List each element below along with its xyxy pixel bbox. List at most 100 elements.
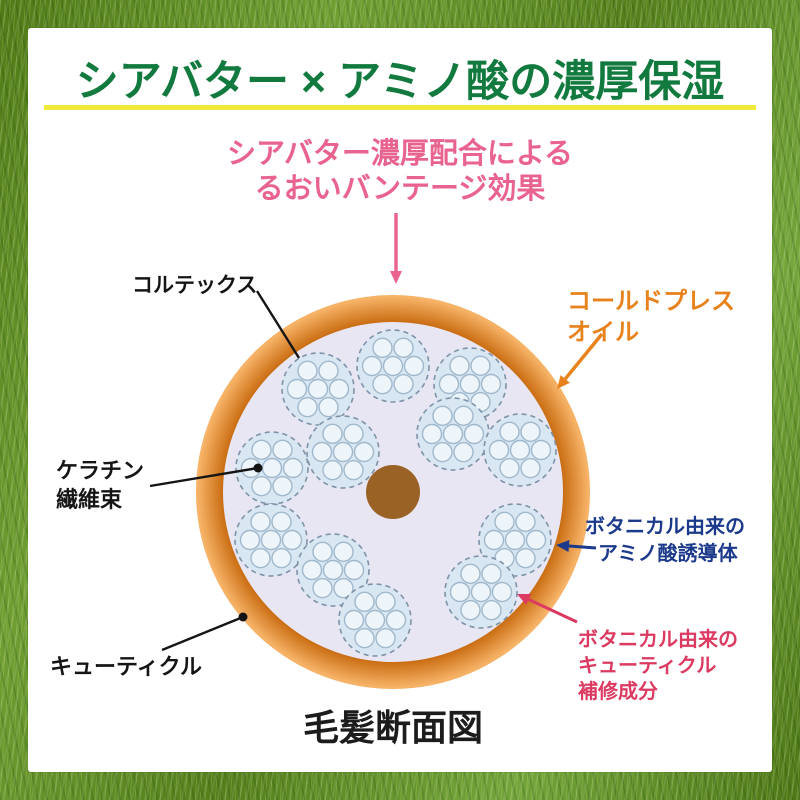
- keratin-fiber: [480, 373, 502, 395]
- keratin-fiber: [421, 423, 443, 445]
- cuticle-repair-line-2: キューティクル: [578, 655, 717, 677]
- keratin-fiber: [343, 609, 365, 631]
- keratin-fiber: [354, 591, 375, 613]
- keratin-fiber: [515, 511, 536, 533]
- moisture-arrow-head: [390, 271, 402, 284]
- keratin-fiber: [483, 529, 505, 551]
- keratin-fiber: [354, 627, 375, 649]
- keratin-fiber: [453, 405, 474, 427]
- cuticle-repair-label: ボタニカル由来の キューティクル 補修成分: [578, 627, 738, 705]
- keratin-fiber: [470, 581, 492, 603]
- keratin-fiber: [361, 355, 383, 377]
- keratin-fiber: [438, 373, 460, 395]
- keratin-fiber: [403, 355, 425, 377]
- keratin-leader-line: [149, 466, 259, 488]
- keratin-fiber: [393, 373, 414, 395]
- cortex-label: コルテックス: [132, 274, 258, 297]
- keratin-fiber: [372, 337, 393, 359]
- cuticle-leader-line: [161, 615, 244, 652]
- keratin-fiber: [343, 423, 364, 445]
- keratin-fiber: [322, 423, 343, 445]
- keratin-fiber: [385, 609, 407, 631]
- keratin-fiber: [332, 441, 354, 463]
- keratin-fiber: [463, 423, 485, 445]
- keratin-fiber: [525, 529, 547, 551]
- page-title: シアバター × アミノ酸の濃厚保湿: [75, 58, 725, 106]
- keratin-fiber: [307, 378, 329, 400]
- keratin-fiber: [382, 355, 404, 377]
- cold-press-oil-line-1: コールドプレス: [567, 288, 735, 315]
- keratin-fiber: [343, 459, 364, 481]
- subtitle-line-2: るおいバンテージ効果: [254, 173, 546, 205]
- keratin-fiber: [312, 577, 333, 599]
- keratin-fiber: [442, 423, 464, 445]
- cold-press-oil-line-2: オイル: [567, 319, 639, 346]
- keratin-fiber: [260, 529, 282, 551]
- keratin-fiber: [481, 599, 502, 621]
- keratin-label-line-1: ケラチン: [56, 458, 145, 483]
- title-underline: [44, 105, 756, 110]
- keratin-label: ケラチン 繊維束: [56, 456, 144, 514]
- keratin-fiber: [343, 559, 365, 581]
- keratin-fiber: [509, 439, 531, 461]
- repair-arrow: [528, 598, 578, 624]
- keratin-fiber: [453, 441, 474, 463]
- keratin-fiber: [297, 396, 318, 418]
- cold-press-arrow-head: [557, 375, 570, 389]
- keratin-fiber: [364, 609, 386, 631]
- cuticle-leader-line-dot: [238, 612, 248, 622]
- keratin-fiber: [301, 559, 323, 581]
- keratin-fiber: [271, 511, 292, 533]
- keratin-fiber: [311, 441, 333, 463]
- cold-press-oil-label: コールドプレス オイル: [567, 286, 735, 348]
- keratin-label-line-2: 繊維束: [56, 487, 123, 512]
- keratin-fiber: [459, 373, 481, 395]
- keratin-fiber: [312, 541, 333, 563]
- keratin-fiber: [282, 457, 304, 479]
- subtitle: シアバター濃厚配合による るおいバンテージ効果: [0, 137, 800, 207]
- amino-arrow: [568, 544, 597, 550]
- keratin-fiber: [239, 529, 261, 551]
- keratin-fiber: [272, 439, 293, 461]
- keratin-fiber: [261, 457, 283, 479]
- keratin-fiber: [449, 355, 470, 377]
- amino-derivative-line-1: ボタニカル由来の: [585, 516, 745, 538]
- keratin-fiber: [520, 457, 541, 479]
- keratin-fiber: [520, 421, 541, 443]
- keratin-fiber: [281, 529, 303, 551]
- keratin-fiber: [499, 421, 520, 443]
- amino-arrow-head: [556, 539, 570, 552]
- cuticle-repair-line-3: 補修成分: [578, 681, 658, 703]
- keratin-fiber: [353, 441, 375, 463]
- keratin-fiber: [372, 373, 393, 395]
- keratin-fiber: [470, 355, 491, 377]
- keratin-fiber: [297, 360, 318, 382]
- cuticle-repair-line-1: ボタニカル由来の: [578, 629, 738, 651]
- keratin-fiber: [333, 541, 354, 563]
- medulla-core: [366, 465, 420, 519]
- keratin-fiber: [494, 511, 515, 533]
- keratin-fiber: [251, 439, 272, 461]
- keratin-fiber: [499, 457, 520, 479]
- keratin-fiber: [375, 591, 396, 613]
- keratin-fiber: [530, 439, 552, 461]
- keratin-fiber: [432, 441, 453, 463]
- subtitle-line-1: シアバター濃厚配合による: [227, 138, 573, 170]
- keratin-fiber: [504, 529, 526, 551]
- keratin-fiber: [460, 563, 481, 585]
- amino-derivative-line-2: アミノ酸誘導体: [598, 543, 738, 565]
- repair-arrow-head: [517, 594, 532, 605]
- keratin-fiber: [328, 378, 350, 400]
- keratin-fiber: [488, 439, 510, 461]
- keratin-fiber: [272, 475, 293, 497]
- keratin-fiber: [251, 475, 272, 497]
- keratin-fiber: [286, 378, 308, 400]
- cuticle-label: キューティクル: [50, 654, 203, 679]
- keratin-fiber: [393, 337, 414, 359]
- diagram-caption: 毛髪断面図: [302, 707, 483, 748]
- keratin-fiber: [460, 599, 481, 621]
- keratin-fiber: [322, 559, 344, 581]
- cortex-leader-line: [255, 290, 301, 359]
